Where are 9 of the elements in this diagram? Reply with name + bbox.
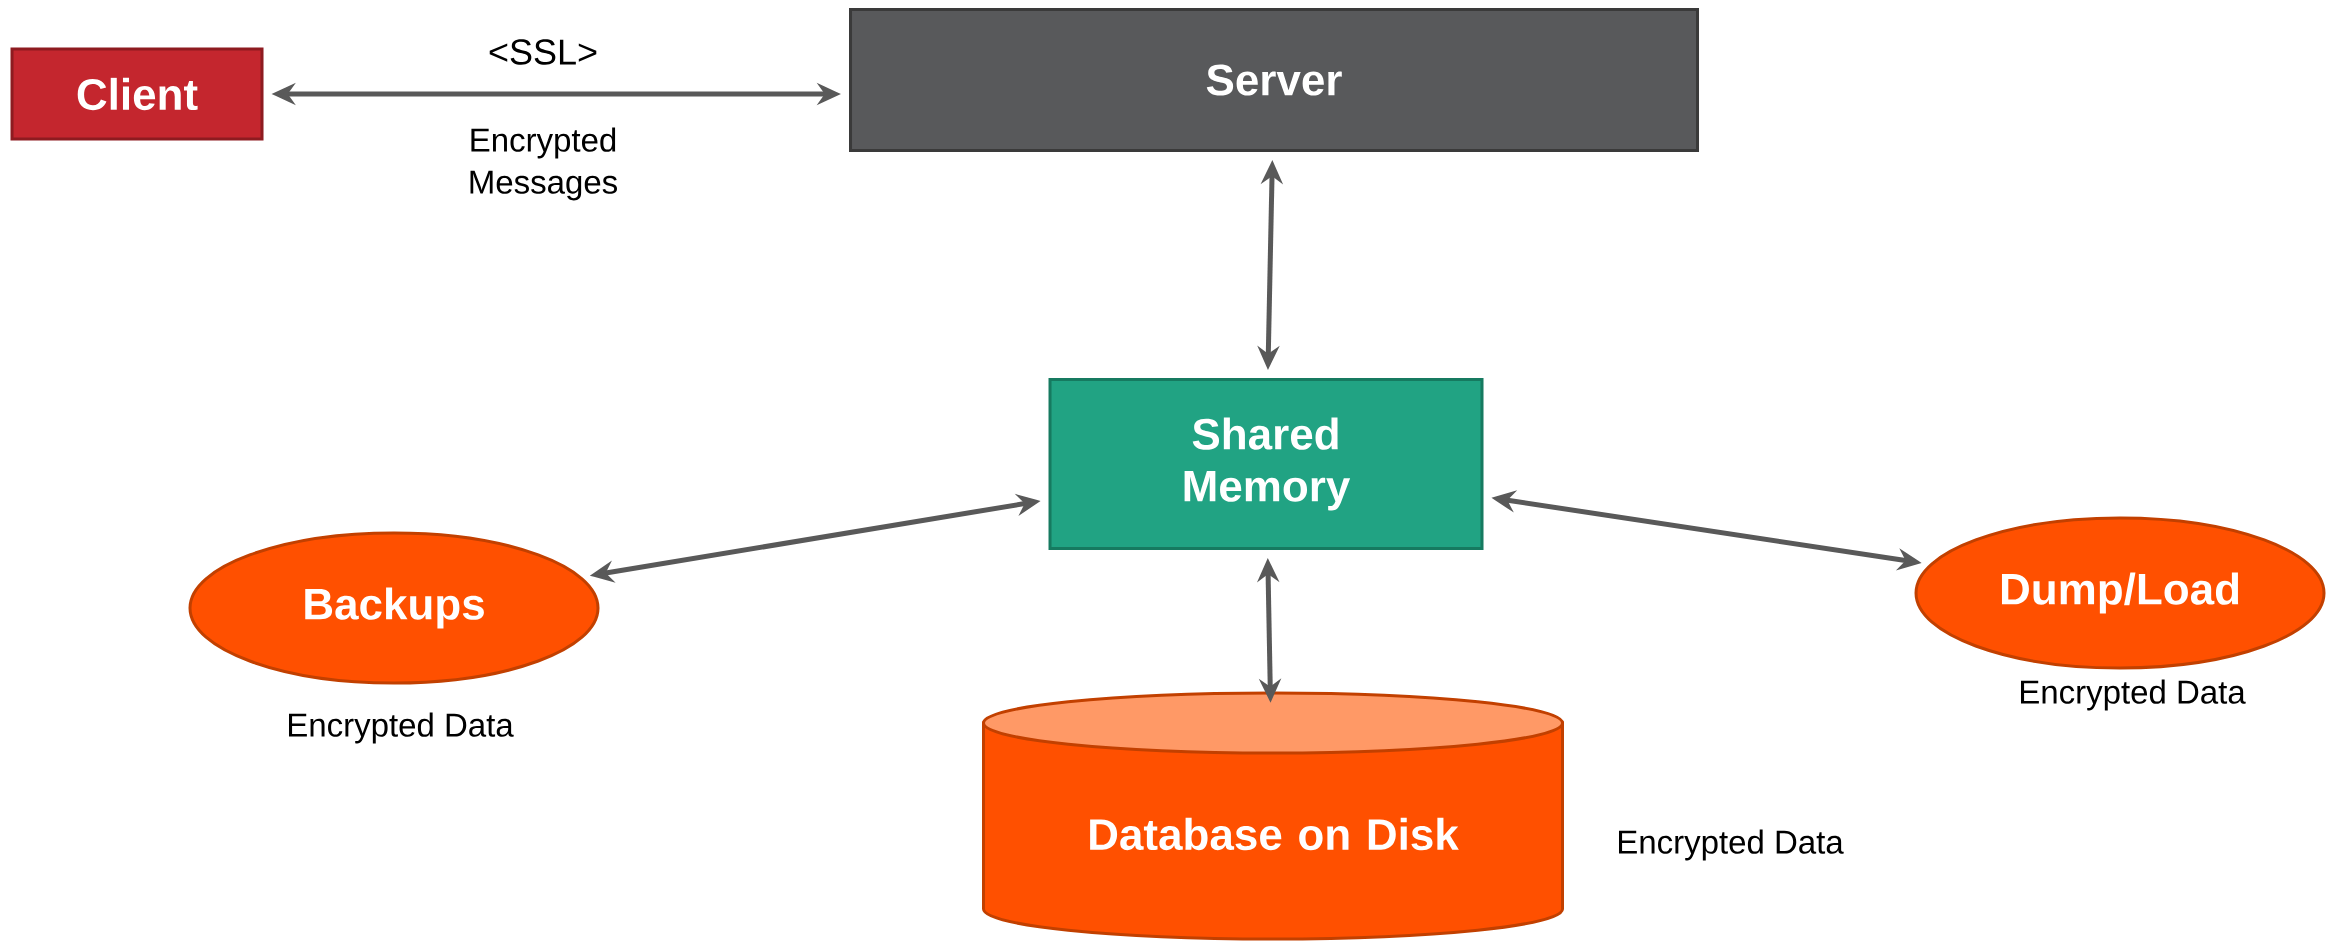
server-box: Server bbox=[849, 8, 1699, 152]
edge-label: <SSL> bbox=[485, 37, 601, 67]
shared-memory-box: Shared Memory bbox=[1048, 378, 1484, 550]
note-text: Encrypted Messages bbox=[470, 127, 617, 201]
database-cylinder: Database on Disk bbox=[982, 691, 1564, 941]
client-box: Client bbox=[10, 47, 264, 141]
caption-text: Encrypted Data bbox=[289, 712, 514, 744]
caption-text: Encrypted Data bbox=[1619, 829, 1844, 861]
caption-text: Encrypted Data bbox=[2021, 679, 2246, 711]
